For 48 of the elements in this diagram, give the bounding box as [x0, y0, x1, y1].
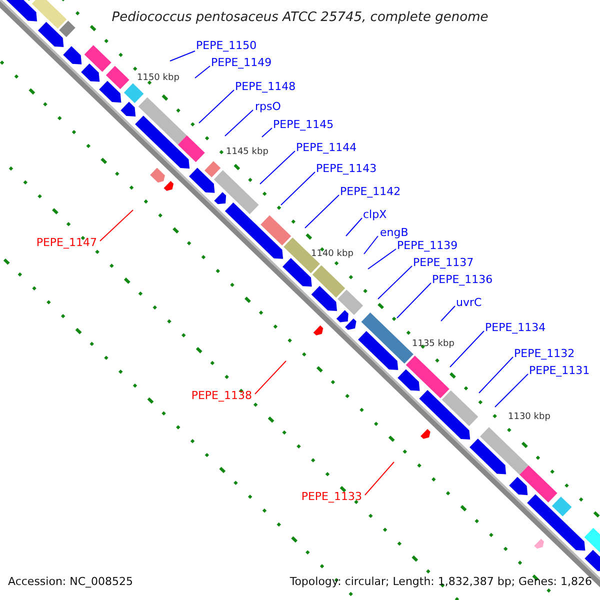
leader-line [368, 248, 396, 270]
leader-line [450, 330, 484, 368]
gene-label: PEPE_1144 [296, 142, 357, 153]
leader-line [170, 50, 196, 62]
leader-line [198, 90, 234, 124]
accession-text: Accession: NC_008525 [8, 576, 134, 587]
scale-label: 1145 kbp [226, 148, 268, 157]
leader-line [262, 128, 272, 138]
scale-label: 1150 kbp [137, 74, 180, 83]
scale-label: 1140 kbp [311, 250, 354, 259]
gene-label: PEPE_1142 [340, 186, 401, 197]
gene-label: PEPE_1138 [191, 390, 252, 401]
gene-label: PEPE_1131 [529, 365, 590, 376]
leader-line [254, 360, 286, 394]
leader-line [280, 172, 316, 206]
gene-label: PEPE_1148 [235, 81, 296, 92]
leader-line [396, 282, 432, 318]
leader-line [364, 236, 378, 254]
gene-label: PEPE_1147 [36, 237, 97, 248]
gene-label: PEPE_1145 [273, 119, 334, 130]
leader-line [260, 150, 296, 184]
gene-label: PEPE_1136 [432, 274, 493, 285]
gene-label: PEPE_1139 [397, 240, 458, 251]
leader-line [440, 306, 456, 322]
leader-line [100, 210, 134, 242]
gene-label: PEPE_1133 [301, 491, 362, 502]
gene-label: PEPE_1137 [413, 257, 474, 268]
leader-line [346, 218, 362, 236]
leader-line [194, 66, 210, 78]
gene-label: PEPE_1143 [316, 163, 377, 174]
gene-label: PEPE_1150 [196, 40, 257, 51]
gene-label: PEPE_1149 [211, 57, 272, 68]
leader-line [378, 266, 412, 300]
leader-line [364, 462, 394, 496]
gene-label: clpX [363, 209, 387, 220]
gene-label: rpsO [255, 101, 281, 112]
leader-line [224, 110, 254, 136]
gene-label: PEPE_1132 [514, 348, 575, 359]
map-title: Pediococcus pentosaceus ATCC 25745, complete genome [110, 11, 490, 24]
genome-stats-text: Topology: circular; Length: 1,832,387 bp; Genes: 1,826 [290, 576, 592, 587]
gene-label: PEPE_1134 [485, 322, 546, 333]
gene-label: uvrC [456, 297, 482, 308]
leader-line [304, 194, 340, 228]
leader-line [494, 374, 528, 408]
scale-label: 1135 kbp [412, 340, 454, 349]
gene-label: engB [380, 227, 408, 238]
scale-label: 1130 kbp [508, 413, 550, 422]
leader-line [478, 356, 514, 394]
